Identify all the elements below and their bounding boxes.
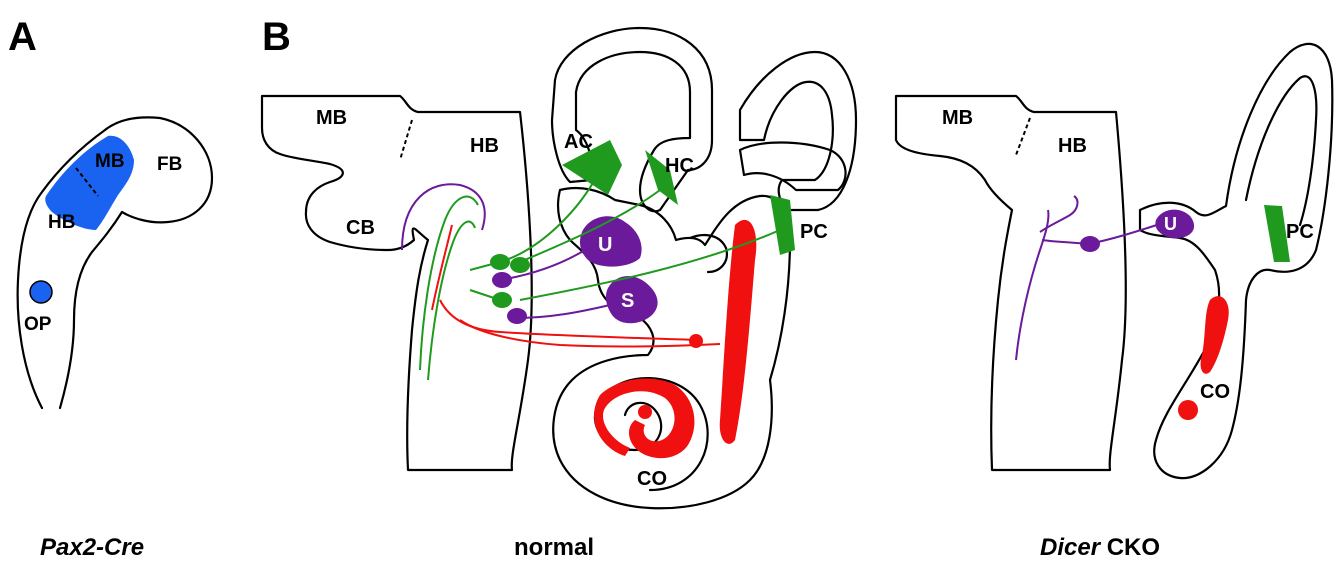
pc-crista-green [770,195,795,255]
label-hc-normal: HC [665,155,694,177]
panel-a-label: A [8,15,37,59]
caption-normal: normal [514,534,594,561]
panel-b-normal-group: B [262,15,856,561]
purple-fiber-s [515,305,610,318]
red-ganglion-1 [689,334,703,348]
projections-normal [402,170,780,380]
posterior-canal-outline [740,52,856,210]
caption-pax2cre: Pax2-Cre [40,534,144,561]
green-fiber-2 [428,222,475,380]
green-ganglion-3 [492,292,512,308]
cko-cochlea-dot [1178,400,1198,420]
label-hb-cko: HB [1058,135,1087,157]
cko-ear-outline [1140,44,1332,478]
red-fiber-3 [460,320,720,347]
panel-b-label: B [262,15,291,59]
cochlea-apex-dot [638,405,652,419]
green-ganglion-1 [490,254,510,270]
red-fiber-1 [432,225,452,310]
label-s-normal: S [621,290,634,312]
label-hb-normal: HB [470,135,499,157]
purple-ganglion-1 [492,272,512,288]
label-pc-cko: PC [1286,221,1314,243]
inner-ear-normal [552,28,856,508]
cko-purple-ganglion [1080,236,1100,252]
label-co-normal: CO [637,468,667,490]
projections-cko [1016,196,1160,360]
caption-cko-rest: CKO [1100,534,1160,561]
label-pc-normal: PC [800,221,828,243]
horizontal-canal-outline [740,143,846,191]
anterior-canal-outline [552,28,712,211]
purple-ganglion-2 [507,308,527,324]
label-mb-normal: MB [316,107,347,129]
otic-placode-dot [30,281,52,303]
panel-b-cko-group: MB HB U PC CO Dicer CKO [896,44,1332,561]
label-u-normal: U [598,234,612,256]
label-mb-a: MB [95,151,125,172]
mb-hb-boundary-normal [400,120,412,160]
label-op-a: OP [24,314,52,335]
red-fiber-2 [440,300,700,340]
mb-hb-boundary-cko [1016,118,1030,155]
label-fb-a: FB [157,154,182,175]
sensory-patches-normal [562,140,795,458]
label-u-cko: U [1164,214,1177,234]
label-mb-cko: MB [942,107,973,129]
caption-dicer-italic: Dicer [1040,534,1102,561]
cko-cochlea-red [1201,296,1229,374]
cko-purple-fiber-2 [1040,196,1077,232]
cochlea-organ-red-vertical [720,220,757,444]
panel-a-group: A MB FB HB OP Pax2-Cre [8,15,212,561]
label-co-cko: CO [1200,381,1230,403]
green-ganglion-2 [510,257,530,273]
label-cb-normal: CB [346,217,375,239]
label-hb-a: HB [48,212,75,233]
label-ac-normal: AC [564,131,593,153]
brain-cko-outline [896,96,1126,470]
caption-dicer-cko: Dicer CKO [1040,534,1160,561]
cko-purple-fiber-1 [1016,210,1048,360]
